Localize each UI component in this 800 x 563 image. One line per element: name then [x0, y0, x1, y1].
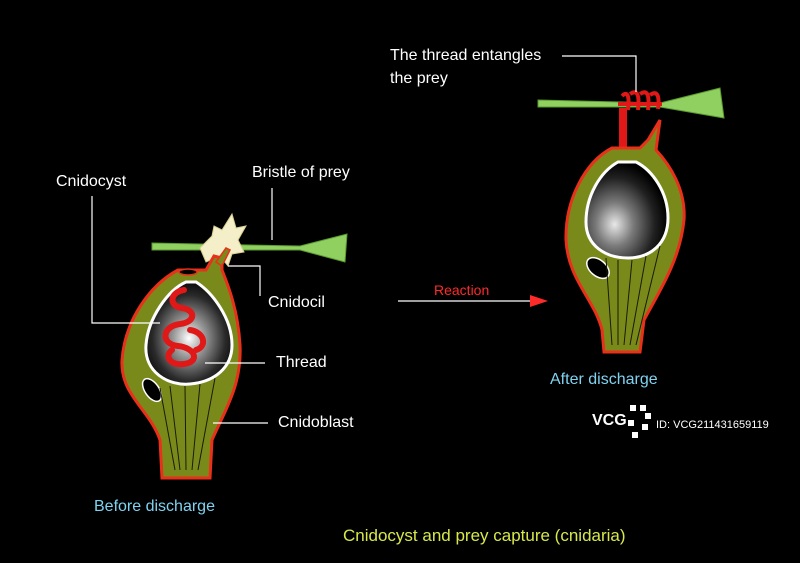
watermark-logo-icon	[628, 405, 651, 438]
label-thread: Thread	[276, 354, 327, 371]
caption-after: After discharge	[550, 371, 658, 388]
label-cnidoblast: Cnidoblast	[278, 414, 354, 431]
discharged-thread-stalk	[619, 108, 627, 158]
watermark-id: ID: VCG211431659119	[656, 419, 769, 431]
leader-entangle	[562, 55, 637, 92]
reaction-arrow	[398, 295, 548, 307]
prey-bristle-left	[151, 233, 348, 263]
label-bristle: Bristle of prey	[252, 164, 350, 181]
before-discharge-cell	[120, 212, 348, 480]
caption-before: Before discharge	[94, 498, 215, 515]
label-reaction: Reaction	[434, 282, 489, 298]
label-cnidocil: Cnidocil	[268, 294, 325, 311]
watermark-brand: VCG	[592, 412, 627, 429]
cell-filaments-right	[605, 245, 661, 346]
cnidocil-left	[214, 247, 232, 268]
vcg-watermark: VCG ID: VCG211431659119	[592, 405, 769, 438]
thread-coils	[618, 90, 662, 111]
diagram-title: Cnidocyst and prey capture (cnidaria)	[343, 526, 626, 545]
capsule-right	[584, 160, 670, 260]
label-entangle-line1: The thread entangles	[390, 47, 541, 64]
leader-cnidocyst	[91, 196, 160, 324]
label-entangle-line2: the prey	[390, 70, 448, 87]
nucleus-left	[141, 377, 163, 403]
nucleus-right	[586, 256, 610, 280]
operculum-left	[178, 268, 198, 276]
label-cnidocyst: Cnidocyst	[56, 173, 127, 190]
leader-cnidocil	[228, 265, 261, 296]
coiled-thread-left	[162, 287, 207, 368]
after-discharge-cell	[537, 87, 725, 354]
cell-filaments-left	[159, 377, 216, 471]
